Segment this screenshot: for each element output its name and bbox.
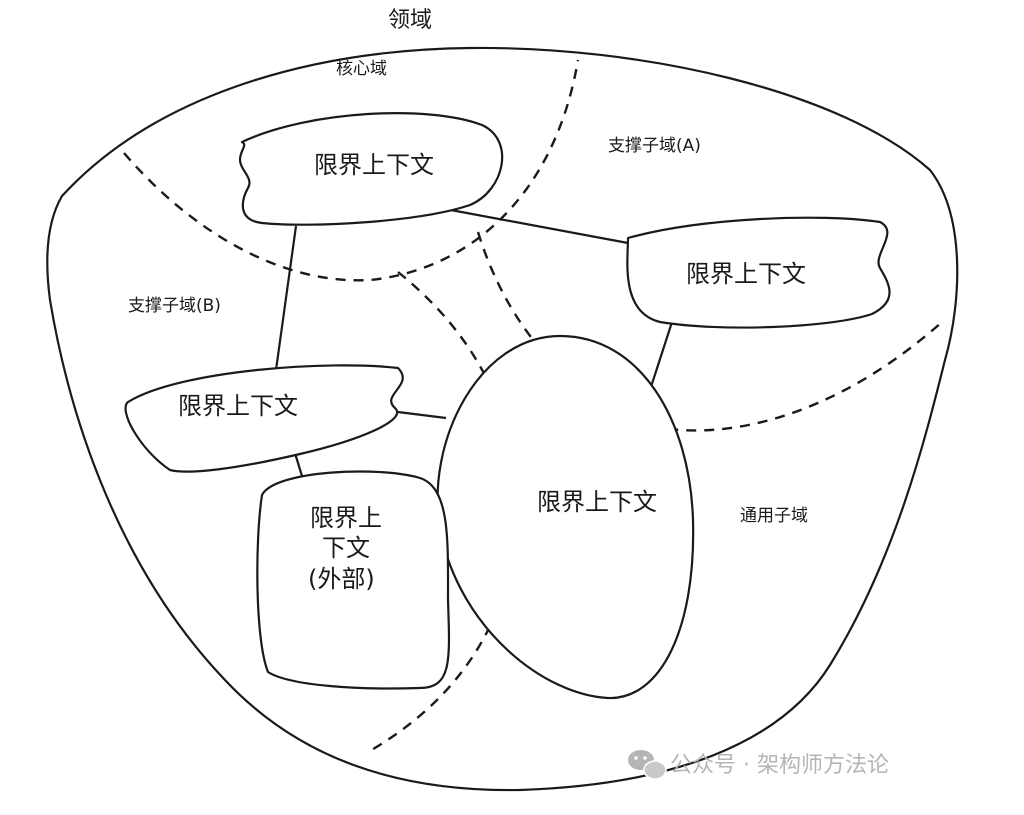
bounded-context-top xyxy=(238,112,504,226)
domain-title: 领域 xyxy=(388,8,432,33)
support-subdomain-b-label: 支撑子域(B) xyxy=(128,296,221,316)
generic-subdomain-label: 通用子域 xyxy=(740,506,808,526)
link-top-left xyxy=(274,225,298,371)
core-domain-label: 核心域 xyxy=(336,59,387,79)
bounded-context-right xyxy=(626,216,891,329)
bounded-context-center xyxy=(436,334,695,700)
watermark: 公众号 · 架构师方法论 xyxy=(628,750,889,780)
generic-boundary xyxy=(367,271,519,754)
bounded-context-external-label-line1: 限界上 xyxy=(310,504,382,532)
bounded-context-left-label: 限界上下文 xyxy=(178,392,298,420)
bounded-context-top-label: 限界上下文 xyxy=(314,151,434,179)
bounded-context-right-label: 限界上下文 xyxy=(686,260,806,288)
core-domain-boundary xyxy=(123,59,580,282)
link-top-right xyxy=(439,206,629,245)
link-left-center xyxy=(397,410,447,420)
bounded-context-external-label-line2: 下文 xyxy=(322,534,370,562)
domain-boundary xyxy=(46,46,959,792)
bounded-context-left xyxy=(124,364,404,473)
bounded-context-external-label-line3: (外部) xyxy=(308,565,375,593)
bounded-context-center-label: 限界上下文 xyxy=(537,488,657,516)
bounded-context-external xyxy=(256,470,451,690)
watermark-text: 公众号 · 架构师方法论 xyxy=(670,753,889,778)
link-right-center xyxy=(648,321,674,391)
wechat-icon xyxy=(628,750,667,780)
support-subdomain-a-label: 支撑子域(A) xyxy=(608,136,701,156)
